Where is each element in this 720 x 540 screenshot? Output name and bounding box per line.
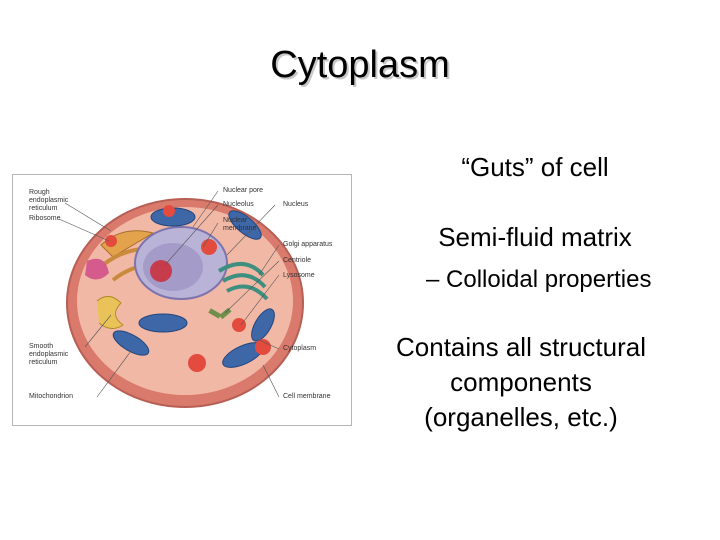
sub-bullet-colloidal: – Colloidal properties [426, 266, 652, 293]
label-nuclear-pore: Nuclear pore [223, 187, 264, 194]
label-smooth-er: Smooth endoplasmic reticulum [29, 343, 69, 366]
slide-title: Cytoplasm [270, 44, 450, 86]
bullet-guts-of-cell: “Guts” of cell [461, 152, 609, 182]
cell-diagram: Rough endoplasmic reticulum Ribosome Nuc… [12, 174, 352, 426]
label-rough-er: Rough endoplasmic reticulum [29, 189, 69, 212]
bullet-contains-line-3: (organelles, etc.) [424, 402, 618, 432]
label-mitochondrion: Mitochondrion [29, 393, 73, 400]
label-ribosome: Ribosome [29, 215, 61, 222]
bullet-semi-fluid-matrix: Semi-fluid matrix [438, 222, 632, 252]
bullet-contains-line-1: Contains all structural [396, 332, 646, 362]
animal-cell-illustration [58, 190, 304, 408]
label-golgi: Golgi apparatus [283, 241, 333, 248]
label-cytoplasm: Cytoplasm [283, 345, 317, 352]
label-cell-membrane: Cell membrane [283, 393, 331, 400]
nucleolus-shape [150, 260, 172, 282]
label-nuclear-membrane: Nuclear membrane [223, 217, 257, 232]
bullet-contains-components: Contains all structural components (orga… [362, 330, 680, 435]
bullet-contains-line-2: components [450, 367, 592, 397]
label-lysosome: Lysosome [283, 272, 315, 279]
label-nucleolus: Nucleolus [223, 201, 254, 208]
label-nucleus: Nucleus [283, 201, 309, 208]
label-centriole: Centriole [283, 257, 312, 264]
